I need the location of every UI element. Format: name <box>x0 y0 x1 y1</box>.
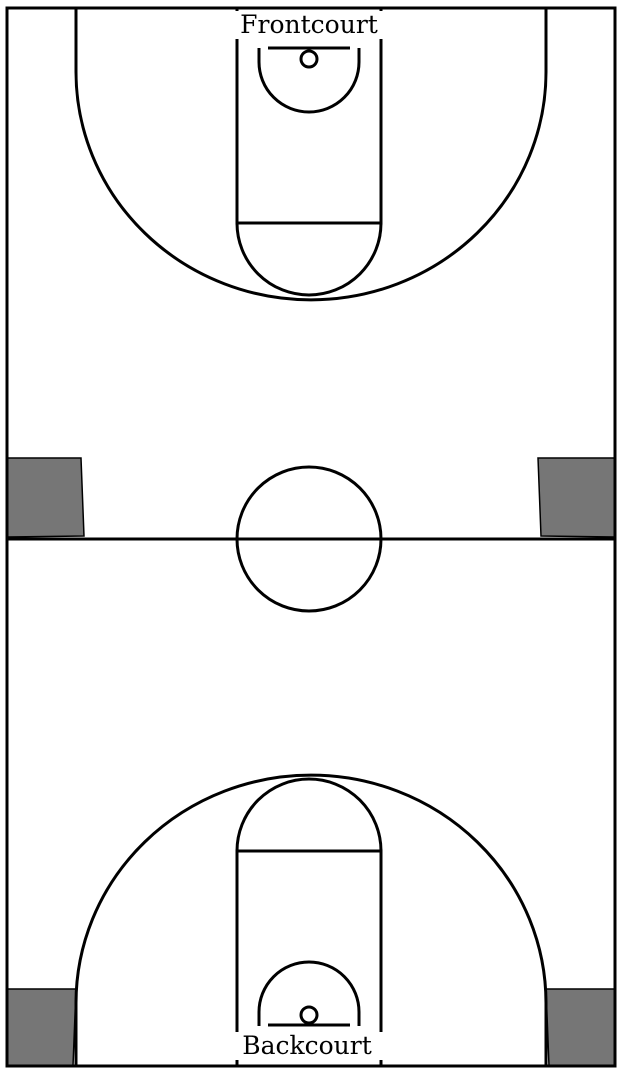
three-point-arc-bottom <box>74 773 548 1066</box>
three-point-arc-top <box>74 8 548 302</box>
center-circle <box>235 465 383 613</box>
free-throw-circle-bottom <box>235 777 383 852</box>
restricted-area-bottom <box>257 960 361 1026</box>
hoop-top <box>299 49 319 69</box>
free-throw-lane-bottom <box>235 849 383 1068</box>
free-throw-circle-top <box>235 222 383 297</box>
backcourt-label: Backcourt <box>227 1032 387 1060</box>
restricted-area-top <box>257 48 361 114</box>
bench-area-bottom-left <box>6 988 77 1067</box>
bench-area-top-right <box>537 457 616 538</box>
free-throw-lane-top <box>235 6 383 225</box>
hoop-bottom <box>299 1005 319 1025</box>
frontcourt-label: Frontcourt <box>229 11 389 39</box>
bench-area-bottom-right <box>545 988 616 1067</box>
bench-area-top-left <box>6 457 85 538</box>
